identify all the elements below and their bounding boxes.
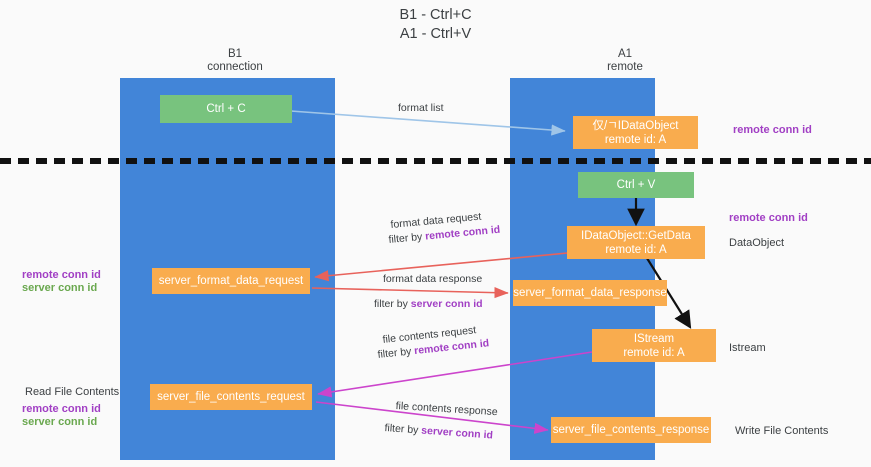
- column-header-b1-line2: connection: [207, 61, 263, 73]
- side-label-remote-conn-id-top: remote conn id: [733, 124, 812, 136]
- column-header-b1: B1 connection: [145, 48, 325, 74]
- label-file-res-highlight: server conn id: [420, 424, 494, 442]
- side-label-left-server-conn-id-bot: server conn id: [22, 416, 98, 428]
- box-ctrl-c-line1: Ctrl + C: [206, 103, 246, 115]
- label-format-data-response-line1: format data response: [383, 273, 483, 285]
- column-header-a1-line1: A1: [617, 48, 633, 60]
- side-label-left-remote-conn-id-mid: remote conn id: [22, 269, 101, 281]
- box-idataobject-line1: 仅/ㄱIDataObject: [592, 119, 679, 132]
- label-file-res-prefix: filter by: [384, 422, 422, 437]
- box-idataobject-getdata[interactable]: IDataObject::GetData remote id: A: [567, 226, 705, 259]
- column-header-a1-line2: remote: [607, 61, 643, 73]
- side-label-istream: Istream: [729, 342, 766, 354]
- label-format-data-response-line2: filter by server conn id: [374, 298, 483, 311]
- side-label-remote-conn-id-mid: remote conn id: [729, 212, 808, 224]
- label-fmt-res-prefix: filter by: [374, 298, 411, 310]
- title-line-1: B1 - Ctrl+C: [399, 7, 472, 23]
- box-server-format-data-response[interactable]: server_format_data_response: [513, 280, 667, 306]
- box-file-request-line1: server_file_contents_request: [157, 391, 305, 403]
- column-header-b1-line1: B1: [227, 48, 243, 60]
- side-label-left-remote-conn-id-bot: remote conn id: [22, 403, 101, 415]
- label-fmt-req-prefix: filter by: [388, 230, 426, 246]
- label-fmt-res-highlight: server conn id: [410, 298, 483, 310]
- label-file-contents-response-line2: filter by server conn id: [384, 422, 493, 443]
- label-file-contents-response-line1: file contents response: [395, 400, 498, 419]
- box-istream-line2: remote id: A: [623, 346, 685, 359]
- box-file-response-line1: server_file_contents_response: [552, 424, 710, 436]
- box-getdata-line1: IDataObject::GetData: [581, 229, 691, 242]
- side-label-left-server-conn-id-mid: server conn id: [22, 282, 98, 294]
- box-server-file-contents-response[interactable]: server_file_contents_response: [551, 417, 711, 443]
- arrow-format-data-response: [311, 287, 509, 299]
- label-format-list: format list: [398, 102, 444, 114]
- side-label-write-file-contents: Write File Contents: [735, 425, 829, 437]
- box-idataobject-line2: remote id: A: [604, 133, 667, 146]
- dashed-separator-line: [0, 158, 871, 164]
- title-line-2: A1 - Ctrl+V: [399, 26, 472, 42]
- label-file-req-prefix: filter by: [377, 345, 415, 361]
- box-istream-line1: IStream: [633, 332, 675, 345]
- box-fmt-request-line1: server_format_data_request: [158, 275, 304, 287]
- box-server-format-data-request[interactable]: server_format_data_request: [152, 268, 310, 294]
- box-ctrl-v[interactable]: Ctrl + V: [578, 172, 694, 198]
- diagram-title: B1 - Ctrl+C A1 - Ctrl+V: [0, 6, 871, 44]
- box-server-file-contents-request[interactable]: server_file_contents_request: [150, 384, 312, 410]
- side-label-read-file-contents: Read File Contents: [25, 386, 120, 398]
- box-getdata-line2: remote id: A: [605, 243, 667, 256]
- side-label-dataobject: DataObject: [729, 237, 785, 249]
- box-istream[interactable]: IStream remote id: A: [592, 329, 716, 362]
- box-fmt-response-line1: server_format_data_response: [513, 287, 667, 299]
- box-idataobject[interactable]: 仅/ㄱIDataObject remote id: A: [573, 116, 698, 149]
- box-ctrl-v-line1: Ctrl + V: [616, 179, 656, 191]
- column-header-a1: A1 remote: [535, 48, 715, 74]
- box-ctrl-c[interactable]: Ctrl + C: [160, 95, 292, 123]
